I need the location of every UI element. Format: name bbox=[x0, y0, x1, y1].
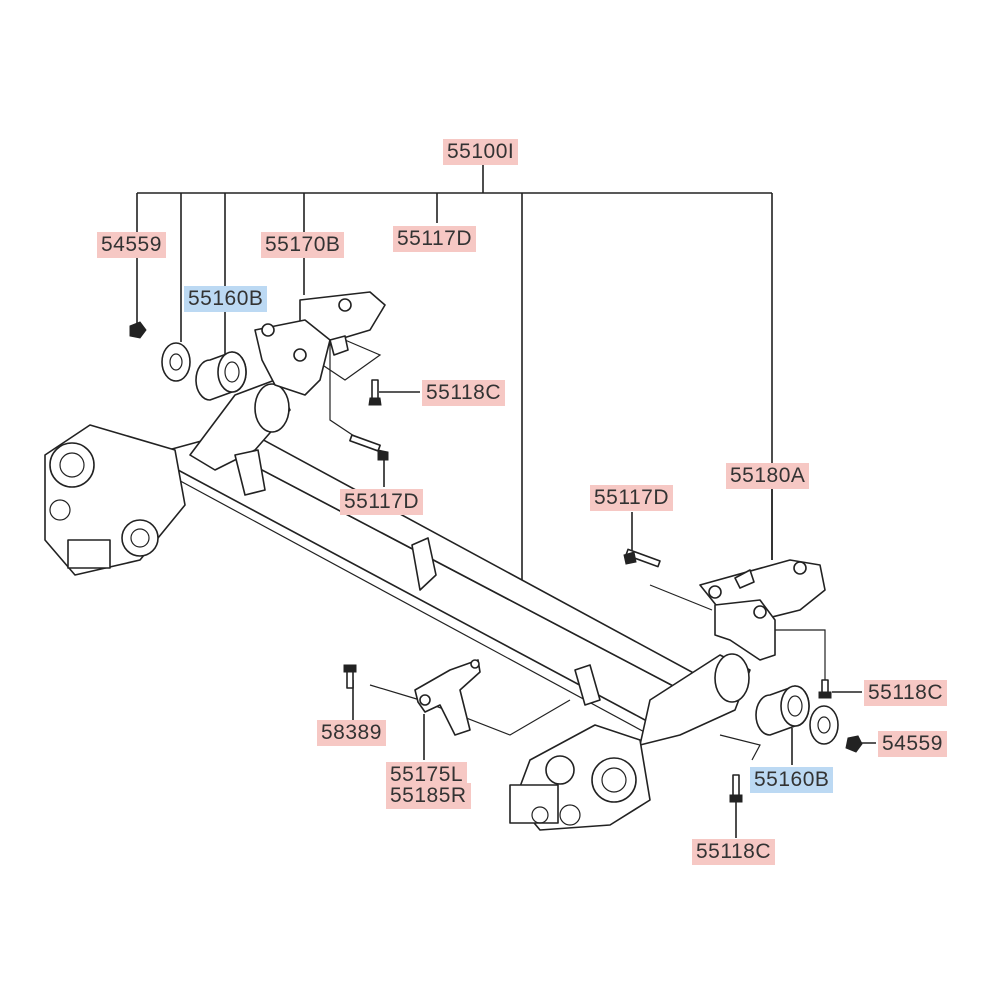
label-nut-left[interactable]: 54559 bbox=[97, 232, 166, 258]
right-bushing-parts bbox=[755, 685, 863, 753]
label-nut-right[interactable]: 54559 bbox=[878, 731, 947, 757]
left-bracket bbox=[254, 291, 386, 396]
label-bracket-right[interactable]: 55180A bbox=[726, 463, 810, 489]
label-bolt-right-c1[interactable]: 55118C bbox=[864, 680, 948, 706]
label-bolt-left-d[interactable]: 55117D bbox=[340, 489, 424, 515]
label-bolt-right-d[interactable]: 55117D bbox=[590, 485, 674, 511]
axle-beam bbox=[149, 429, 726, 736]
lower-bracket bbox=[343, 659, 481, 736]
left-trailing-arm bbox=[44, 379, 291, 576]
left-bolts bbox=[349, 379, 389, 461]
left-bushing-parts bbox=[129, 321, 247, 401]
label-bolt-58389[interactable]: 58389 bbox=[317, 720, 386, 746]
leader-lines bbox=[136, 165, 876, 838]
right-bolts bbox=[623, 548, 832, 803]
label-bushing-left[interactable]: 55160B bbox=[184, 286, 268, 312]
label-bolt-right-c2[interactable]: 55118C bbox=[692, 839, 776, 865]
label-bracket-left[interactable]: 55170B bbox=[261, 232, 345, 258]
label-bracket-185r[interactable]: 55185R bbox=[386, 783, 471, 809]
right-trailing-arm bbox=[509, 653, 751, 831]
label-bolt-left-c[interactable]: 55118C bbox=[422, 380, 506, 406]
label-bushing-right[interactable]: 55160B bbox=[750, 767, 834, 793]
right-bracket bbox=[699, 559, 826, 661]
label-main-assembly[interactable]: 55100I bbox=[443, 139, 519, 165]
label-bolt-top[interactable]: 55117D bbox=[393, 226, 477, 252]
